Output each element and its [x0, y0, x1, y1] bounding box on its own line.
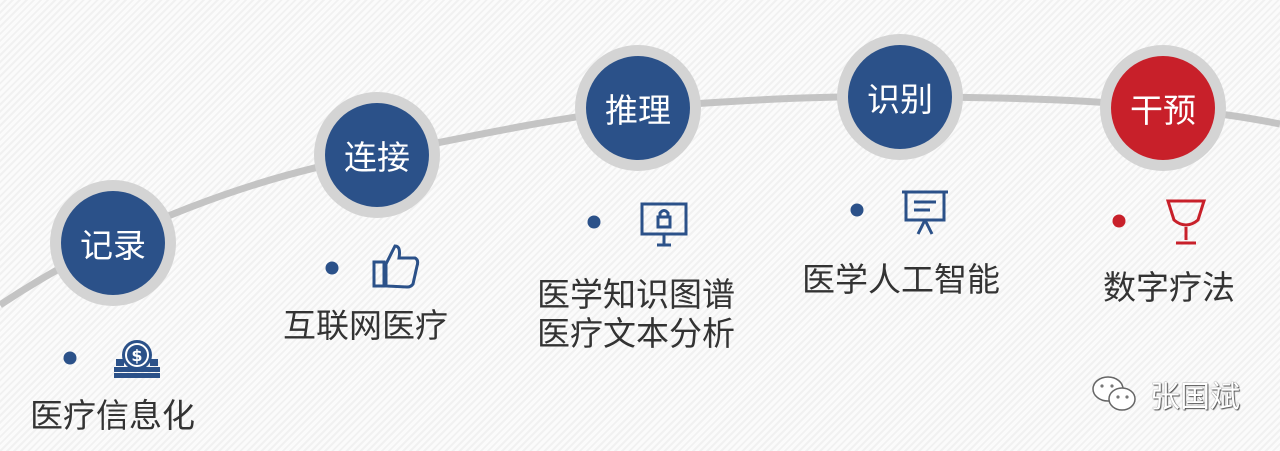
- stage-title: 推理: [586, 56, 690, 160]
- stage-title: 识别: [848, 45, 952, 149]
- author-name: 张国斌: [1150, 380, 1240, 415]
- stage-item: 医疗信息化: [30, 396, 195, 435]
- stage-item: 医学知识图谱: [537, 275, 735, 314]
- bullet-dot: [1112, 214, 1126, 228]
- bullet-dot: [325, 261, 339, 275]
- stage-title: 记录: [61, 191, 165, 295]
- bullet-dot: [63, 351, 77, 365]
- trophy-icon: [1165, 199, 1207, 245]
- thumbs-up-icon: [372, 244, 420, 289]
- stage-node-identify: 识别: [837, 34, 963, 160]
- stage-node-record: 记录: [50, 180, 176, 306]
- svg-text:$: $: [131, 346, 142, 365]
- stage-node-reason: 推理: [575, 45, 701, 171]
- stage-item: 医疗文本分析: [537, 314, 735, 353]
- stage-title: 干预: [1111, 56, 1215, 160]
- locked-monitor-icon: [640, 202, 688, 247]
- coins-dollar-icon: $: [114, 340, 160, 378]
- stage-title: 连接: [325, 103, 429, 207]
- stage-node-connect: 连接: [314, 92, 440, 218]
- presentation-board-icon: [902, 190, 948, 235]
- stage-item: 互联网医疗: [283, 306, 448, 345]
- wechat-icon: [1092, 376, 1136, 411]
- stage-item: 数字疗法: [1103, 268, 1235, 307]
- bullet-dot: [587, 215, 601, 229]
- bullet-dot: [850, 203, 864, 217]
- stage-item: 医学人工智能: [802, 260, 1000, 299]
- stage-node-intervene: 干预: [1100, 45, 1226, 171]
- author-signature: 张国斌: [1090, 372, 1240, 416]
